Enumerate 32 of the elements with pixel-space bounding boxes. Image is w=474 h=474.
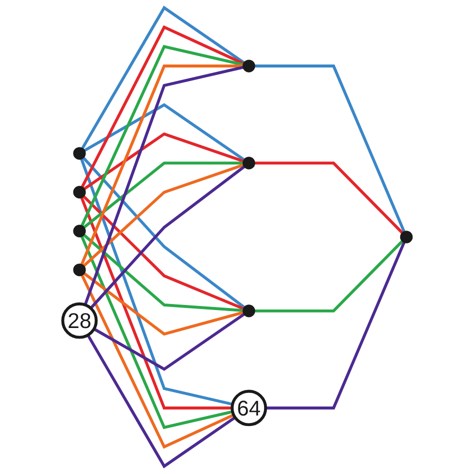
node-circle — [242, 156, 256, 170]
node-circle — [73, 264, 86, 276]
connector — [80, 64, 244, 266]
node-circle — [73, 224, 86, 238]
connector — [254, 239, 404, 312]
connector — [82, 233, 244, 312]
connector — [84, 66, 244, 306]
connector — [80, 6, 246, 150]
connector — [254, 162, 404, 235]
connector — [82, 162, 244, 230]
connector — [266, 240, 406, 410]
node-circle: 64 — [230, 390, 268, 426]
node-circle — [73, 147, 86, 160]
node-circle — [242, 60, 256, 72]
connector — [80, 44, 244, 228]
node-circle — [400, 230, 413, 244]
node-circle — [242, 304, 256, 318]
connector — [82, 163, 245, 268]
connector — [82, 272, 245, 336]
connector — [86, 334, 236, 468]
node-circle — [73, 186, 86, 199]
connector — [80, 157, 233, 406]
connector — [82, 132, 245, 191]
connector — [80, 274, 234, 449]
connector — [82, 194, 245, 310]
node-circle: 28 — [61, 302, 98, 339]
connector — [254, 64, 406, 234]
connector — [82, 103, 246, 162]
connector — [80, 25, 246, 189]
connector — [80, 196, 232, 410]
connector — [80, 234, 233, 430]
connector — [93, 312, 246, 371]
